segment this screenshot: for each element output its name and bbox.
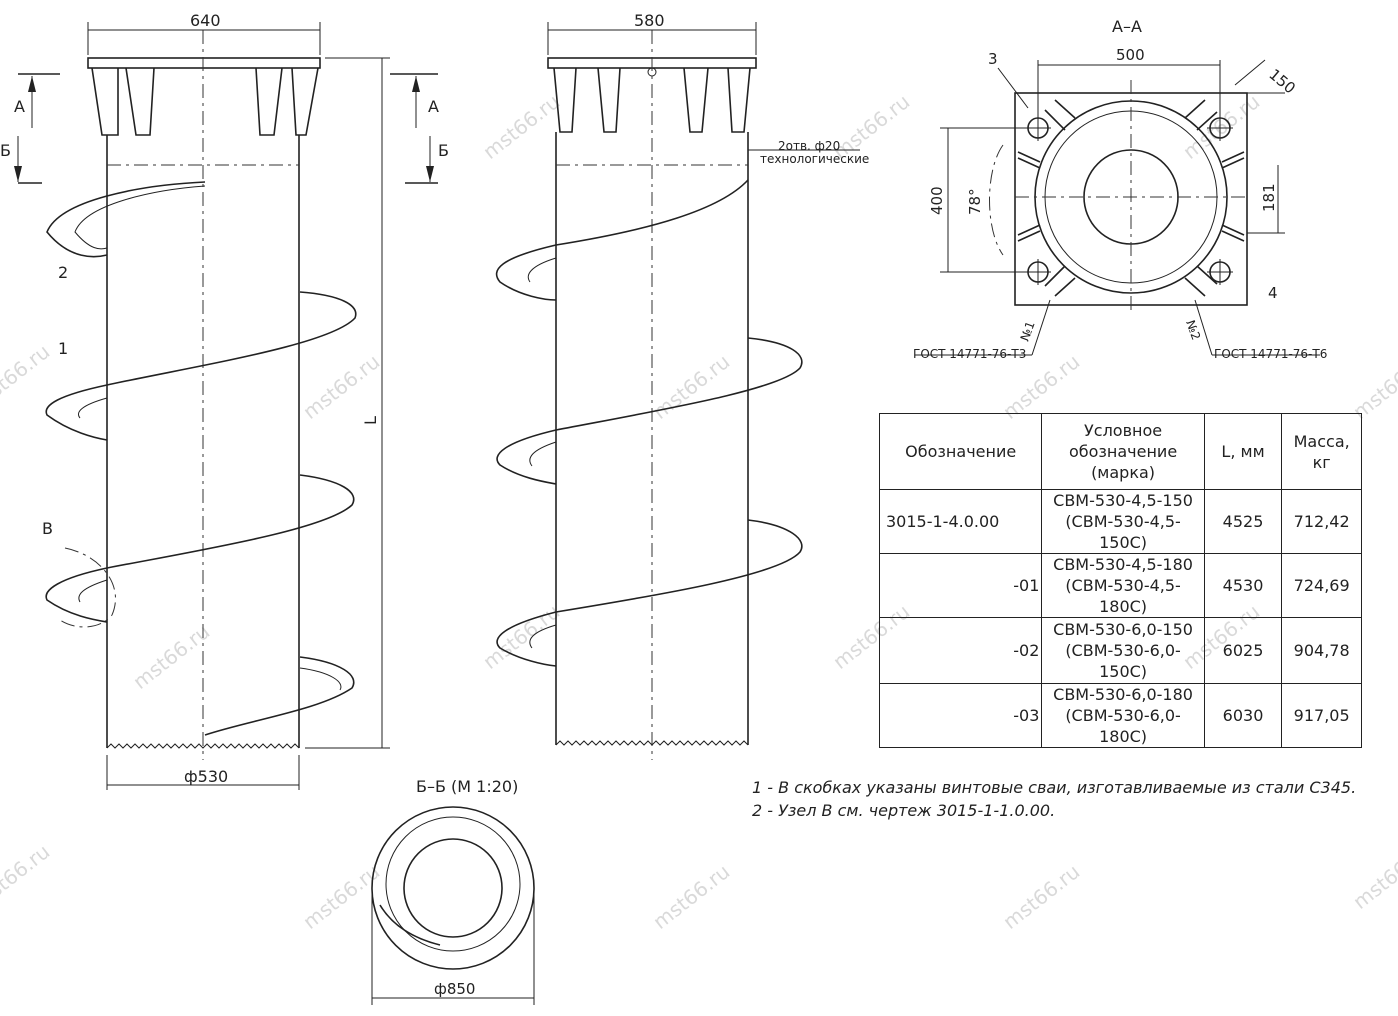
dim-l: L	[361, 416, 380, 425]
left-pile-dimensions: 640 L ф530 А Б А Б 2 1 В	[0, 11, 449, 790]
dim-640: 640	[190, 11, 221, 30]
section-bb-title: Б–Б (М 1:20)	[416, 777, 518, 796]
weld-2: №2	[1183, 318, 1203, 342]
serrated-edge	[106, 743, 300, 749]
rib	[291, 67, 319, 136]
watermark: mst66.ru	[0, 839, 54, 914]
watermark: mst66.ru	[128, 619, 214, 694]
row-mark: СВМ-530-4,5-180(СВМ-530-4,5-180С)	[1041, 553, 1205, 618]
rib	[125, 67, 155, 136]
dim-181: 181	[1260, 183, 1278, 212]
header-mark: Условное обозначение (марка)	[1041, 413, 1205, 490]
row-mass: 904,78	[1281, 617, 1362, 684]
weld-1: №1	[1018, 319, 1038, 343]
cut-a-right: А	[428, 97, 439, 116]
pipe-circle	[403, 838, 503, 938]
row-designation: -02	[878, 617, 1043, 684]
position-4: 4	[1268, 284, 1278, 302]
notes: 1 - В скобках указаны винтовые сваи, изг…	[752, 776, 1356, 822]
blade-outer	[371, 806, 535, 970]
table-row: -03 СВМ-530-6,0-180(СВМ-530-6,0-180С) 60…	[878, 683, 1362, 748]
header-length: L, мм	[1203, 413, 1283, 490]
header-mass: Масса, кг	[1281, 413, 1362, 490]
watermark: mst66.ru	[298, 859, 384, 934]
gost-right: ГОСТ 14771-76-Т6	[1214, 347, 1327, 361]
section-aa: А–А 500 400	[913, 17, 1327, 361]
row-mass: 917,05	[1281, 683, 1362, 748]
table-row: -02 СВМ-530-6,0-150(СВМ-530-6,0-150С) 60…	[878, 617, 1362, 684]
dim-400: 400	[928, 186, 946, 215]
section-aa-title: А–А	[1112, 17, 1142, 36]
specification-table: Обозначение Условное обозначение (марка)…	[878, 413, 1362, 748]
watermark: mst66.ru	[478, 89, 564, 164]
cut-b-left: Б	[0, 141, 11, 160]
watermark: mst66.ru	[648, 859, 734, 934]
row-designation: -03	[878, 683, 1043, 748]
row-mark: СВМ-530-6,0-150(СВМ-530-6,0-150С)	[1041, 617, 1205, 684]
row-mark: СВМ-530-4,5-150(СВМ-530-4,5-150С)	[1041, 489, 1205, 554]
holes-note-2: технологические	[760, 152, 869, 166]
watermark: mst66.ru	[648, 349, 734, 424]
section-bb: Б–Б (М 1:20) ф850	[371, 777, 535, 1005]
rib	[91, 67, 119, 136]
pile-side-view	[495, 30, 803, 760]
position-2: 2	[58, 263, 68, 282]
dim-angle: 78°	[966, 188, 984, 215]
note-1: 1 - В скобках указаны винтовые сваи, изг…	[752, 778, 1357, 797]
row-designation: 3015-1-4.0.00	[878, 489, 1043, 554]
helix-blades	[45, 181, 357, 736]
row-length: 6030	[1203, 683, 1283, 748]
dim-850: ф850	[434, 980, 475, 998]
dim-580: 580	[634, 11, 665, 30]
table-row: 3015-1-4.0.00 СВМ-530-4,5-150(СВМ-530-4,…	[878, 489, 1362, 554]
dim-530: ф530	[184, 767, 228, 786]
blade-inner-edge	[385, 816, 521, 952]
row-mass: 712,42	[1281, 489, 1362, 554]
node-b-label: В	[42, 519, 53, 538]
cut-a-left: А	[14, 97, 25, 116]
watermark: mst66.ru	[1348, 839, 1398, 914]
watermark: mst66.ru	[478, 599, 564, 674]
dim-500: 500	[1116, 46, 1145, 64]
row-mass: 724,69	[1281, 553, 1362, 618]
row-length: 6025	[1203, 617, 1283, 684]
rib	[255, 67, 283, 136]
holes-note-1: 2отв. ф20	[778, 139, 840, 153]
gost-left: ГОСТ 14771-76-Т3	[913, 347, 1026, 361]
cut-b-right: Б	[438, 141, 449, 160]
row-mark: СВМ-530-6,0-180(СВМ-530-6,0-180С)	[1041, 683, 1205, 748]
position-1: 1	[58, 339, 68, 358]
table-header-row: Обозначение Условное обозначение (марка)…	[878, 413, 1362, 490]
head-plate	[87, 57, 321, 69]
note-2: 2 - Узел В см. чертеж 3015-1-1.0.00.	[752, 801, 1056, 820]
header-designation: Обозначение	[878, 413, 1043, 490]
table-row: -01 СВМ-530-4,5-180(СВМ-530-4,5-180С) 45…	[878, 553, 1362, 618]
row-length: 4525	[1203, 489, 1283, 554]
watermark: mst66.ru	[0, 339, 54, 414]
watermark: mst66.ru	[298, 349, 384, 424]
node-b-callout	[59, 547, 116, 628]
middle-pile-dimensions: 580 2отв. ф20 технологические	[547, 11, 869, 166]
helix-blades	[495, 179, 803, 667]
row-designation: -01	[878, 553, 1043, 618]
watermark: mst66.ru	[1178, 89, 1264, 164]
position-3: 3	[988, 50, 998, 68]
watermark: mst66.ru	[998, 859, 1084, 934]
pile-front-view	[45, 30, 357, 760]
row-length: 4530	[1203, 553, 1283, 618]
